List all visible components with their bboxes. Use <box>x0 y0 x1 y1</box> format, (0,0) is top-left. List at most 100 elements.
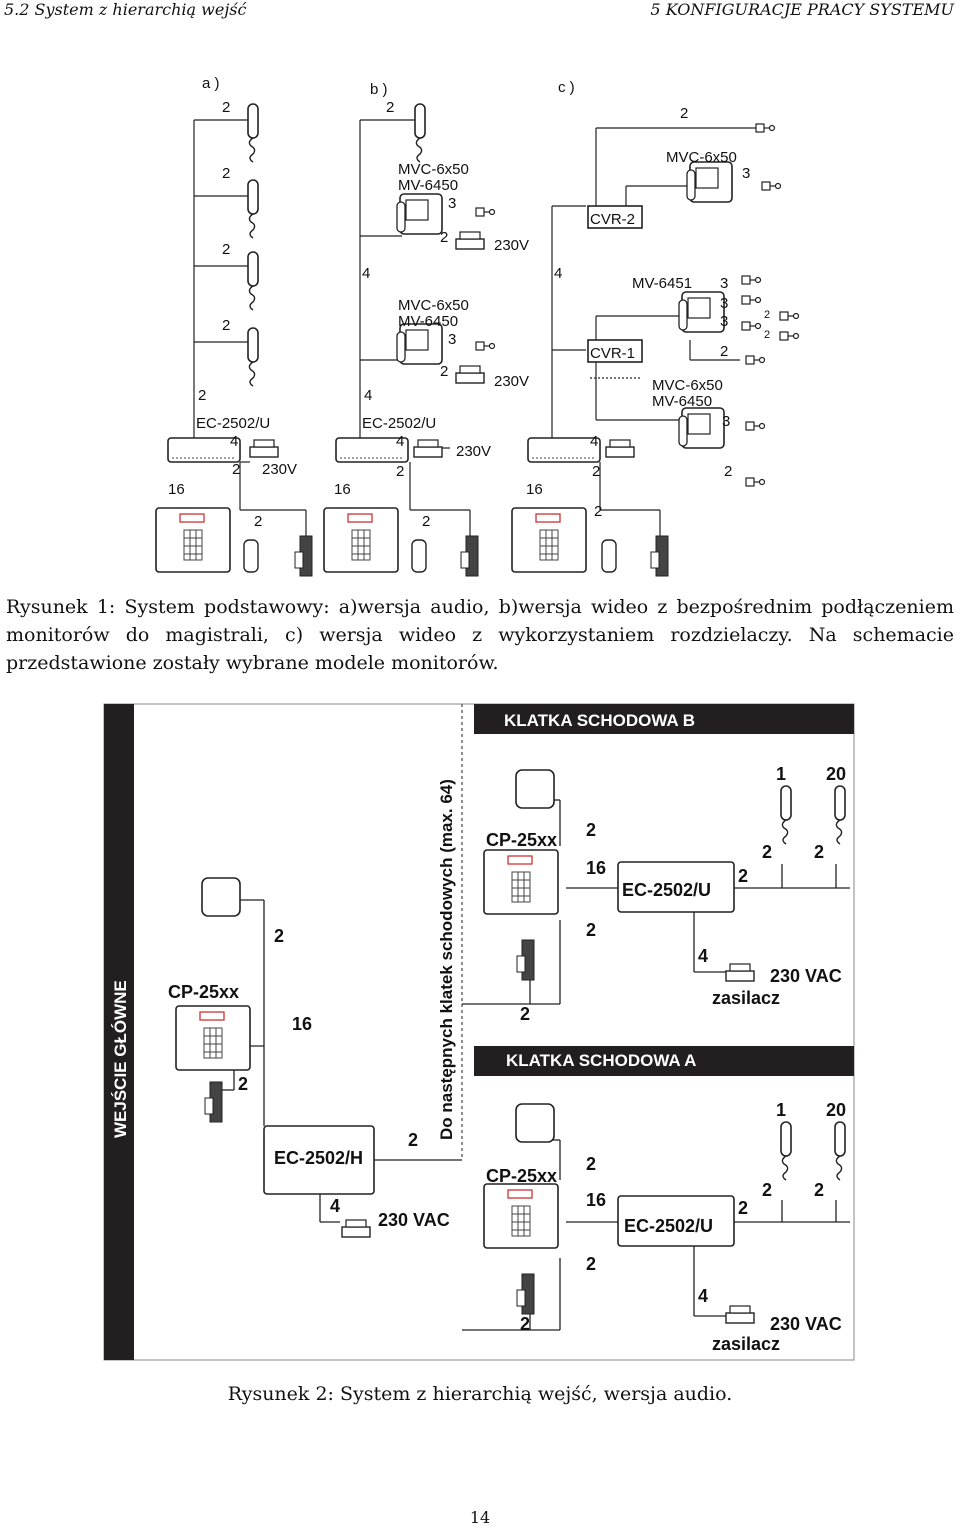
label-cvr-1: CVR-1 <box>590 345 635 362</box>
wire-count: 2 <box>594 503 602 520</box>
power-supply-icon <box>341 1219 371 1238</box>
label-230v: 230V <box>494 237 529 254</box>
wire-count: 16 <box>586 1190 606 1210</box>
wire-count: 16 <box>292 1014 312 1034</box>
wire-count: 3 <box>742 165 750 182</box>
wire-count: 2 <box>520 1314 530 1334</box>
wire-count: 2 <box>762 1180 772 1200</box>
wire-count: 4 <box>362 265 370 282</box>
panel-icon <box>483 849 559 915</box>
label-ec-2502u: EC-2502/U <box>362 415 436 432</box>
label-cp-25xx: CP-25xx <box>168 982 239 1002</box>
label-ec-2502u: EC-2502/U <box>624 1216 713 1236</box>
wire-count: 2 <box>764 329 770 341</box>
wire-count: 4 <box>230 433 238 450</box>
wire-count: 2 <box>720 343 728 360</box>
label-stairwell-b: KLATKA SCHODOWA B <box>504 711 695 730</box>
label-230-vac: 230 VAC <box>378 1210 450 1230</box>
label-230v: 230V <box>262 461 297 478</box>
wire-count: 3 <box>720 275 728 292</box>
wire-count: 2 <box>738 1198 748 1218</box>
label-mvc-6x50: MVC-6x50 <box>398 161 469 178</box>
label-variant-b: b ) <box>370 81 388 98</box>
figure-2-labels: CP-25xx 2 16 2 EC-2502/H 2 4 230 VAC CP-… <box>168 764 846 1354</box>
wire-count: 3 <box>448 195 456 212</box>
label-cvr-2: CVR-2 <box>590 211 635 228</box>
wire-count: 2 <box>222 165 230 182</box>
wire-count: 4 <box>698 946 708 966</box>
label-power-supply: zasilacz <box>712 1334 780 1354</box>
label-handset-20: 20 <box>826 1100 846 1120</box>
wire-count: 2 <box>198 387 206 404</box>
wire-count: 3 <box>722 413 730 430</box>
wire-count: 2 <box>762 842 772 862</box>
wire-count: 2 <box>738 866 748 886</box>
wire-count: 2 <box>386 99 394 116</box>
wire-count: 16 <box>334 481 351 498</box>
ec-2502h-box <box>263 1125 375 1195</box>
wire-count: 4 <box>698 1286 708 1306</box>
label-mv-6450: MV-6450 <box>652 393 712 410</box>
label-230-vac: 230 VAC <box>770 966 842 986</box>
wire-count: 4 <box>396 433 404 450</box>
ec-2502u-box <box>617 1195 735 1247</box>
wire-count: 2 <box>440 363 448 380</box>
wire-count: 2 <box>520 1004 530 1024</box>
figure-1-labels: a ) b ) c ) 2 2 2 2 2 EC-2502/U 4 2 230V… <box>168 75 770 530</box>
label-mv-6450: MV-6450 <box>398 177 458 194</box>
wire-count: 16 <box>526 481 543 498</box>
wire-count: 2 <box>232 461 240 478</box>
label-mv-6450: MV-6450 <box>398 313 458 330</box>
page-number: 14 <box>469 1508 491 1527</box>
running-header: 5.2 System z hierarchią wejść 5 KONFIGUR… <box>0 0 960 22</box>
label-230v: 230V <box>494 373 529 390</box>
wire-count: 4 <box>554 265 562 282</box>
wire-count: 2 <box>586 920 596 940</box>
label-mvc-6x50: MVC-6x50 <box>666 149 737 166</box>
wire-count: 2 <box>238 1074 248 1094</box>
wire-count: 2 <box>422 513 430 530</box>
wire-count: 2 <box>274 926 284 946</box>
figure-2: WEJŚCIE GŁÓWNE Do następnych klatek scho… <box>103 703 855 1361</box>
label-main-entrance: WEJŚCIE GŁÓWNE <box>111 980 130 1138</box>
camera-icon <box>515 769 555 809</box>
header-chapter: 5 KONFIGURACJE PRACY SYSTEMU <box>650 0 954 19</box>
wire-count: 16 <box>586 858 606 878</box>
wire-count: 2 <box>724 463 732 480</box>
label-ec-2502h: EC-2502/H <box>274 1148 363 1168</box>
header-section: 5.2 System z hierarchią wejść <box>4 0 247 19</box>
wire-count: 2 <box>814 842 824 862</box>
label-mvc-6x50: MVC-6x50 <box>652 377 723 394</box>
label-handset-1: 1 <box>776 764 786 784</box>
figure-1-caption: Rysunek 1: System podstawowy: a)wersja a… <box>6 596 954 674</box>
label-variant-a: a ) <box>202 75 220 92</box>
camera-icon <box>515 1103 555 1143</box>
camera-icon <box>201 877 241 917</box>
label-mv-6451: MV-6451 <box>632 275 692 292</box>
wire-count: 2 <box>680 105 688 122</box>
wire-count: 2 <box>592 463 600 480</box>
wire-count: 2 <box>586 1154 596 1174</box>
label-handset-1: 1 <box>776 1100 786 1120</box>
power-supply-icon <box>725 1305 755 1324</box>
label-handset-20: 20 <box>826 764 846 784</box>
label-next-stairwells: Do następnych klatek schodowych (max. 64… <box>437 779 456 1140</box>
wire-count: 4 <box>364 387 372 404</box>
label-230v: 230V <box>456 443 491 460</box>
label-230-vac: 230 VAC <box>770 1314 842 1334</box>
wire-count: 3 <box>448 331 456 348</box>
label-mvc-6x50: MVC-6x50 <box>398 297 469 314</box>
wire-count: 2 <box>764 309 770 321</box>
figure-2-caption: Rysunek 2: System z hierarchią wejść, we… <box>227 1383 733 1405</box>
panel-icon <box>175 1005 251 1071</box>
wire-count: 2 <box>254 513 262 530</box>
wire-count: 2 <box>222 99 230 116</box>
label-cp-25xx: CP-25xx <box>486 830 557 850</box>
wire-count: 2 <box>222 241 230 258</box>
ec-2502u-box <box>617 861 735 913</box>
wire-count: 4 <box>590 433 598 450</box>
wire-count: 16 <box>168 481 185 498</box>
wire-count: 3 <box>720 295 728 312</box>
wire-count: 2 <box>586 1254 596 1274</box>
